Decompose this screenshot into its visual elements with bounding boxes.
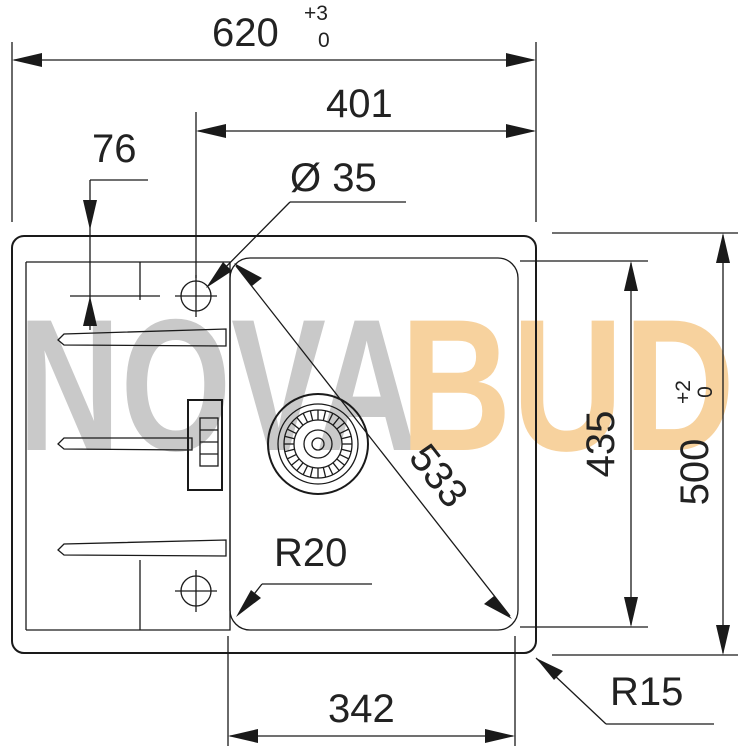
drainer-groove (57, 539, 227, 557)
bowl-inner-edge (229, 257, 519, 631)
drain-strainer (267, 393, 369, 495)
strainer-slot (296, 416, 304, 426)
strainer-slot (309, 467, 314, 478)
arrowhead (12, 53, 42, 67)
arrowhead (536, 658, 563, 680)
dim-620-value: 620 (212, 11, 279, 55)
drain-ring (277, 403, 359, 485)
strainer-slot (327, 465, 334, 475)
strainer-slot (336, 422, 346, 430)
arrowhead (716, 625, 730, 655)
dim-620-tol-lower: 0 (318, 29, 330, 52)
strainer-slot (341, 435, 352, 440)
strainer-slot (290, 458, 300, 466)
drain-ring (303, 429, 333, 459)
drainer-groove (57, 437, 193, 451)
arrowhead (206, 262, 232, 288)
dim-500-value: 500 (673, 439, 717, 506)
dim-500-tol-upper: +2 (672, 380, 695, 404)
arrowhead (83, 200, 97, 230)
strainer-slot (290, 422, 300, 430)
arrowhead (624, 261, 638, 291)
strainer-slot (302, 413, 309, 423)
tap-hole-bottom (175, 570, 217, 612)
watermark-bud: BUD (400, 280, 735, 490)
strainer-slot (339, 453, 349, 460)
arrowhead (236, 590, 261, 617)
strainer-slot (336, 458, 346, 466)
arrowheads (12, 53, 730, 743)
strainer-slot (339, 428, 349, 435)
dim-435-value: 435 (579, 411, 623, 478)
strainer-slot (284, 435, 295, 440)
strainer-slot (332, 462, 340, 472)
arrowhead (228, 729, 258, 743)
arrowhead (234, 263, 262, 286)
dim-500-tol-lower: 0 (694, 386, 717, 398)
strainer-slot (341, 448, 352, 453)
arrowhead (716, 233, 730, 263)
drain-outer-ring (267, 393, 369, 495)
drain-center (311, 437, 325, 451)
dim-r15-value: R15 (610, 670, 683, 714)
sink-outline (11, 235, 537, 654)
arrowhead (196, 124, 226, 138)
dim-620-tol-upper: +3 (304, 2, 328, 25)
strainer-slot (309, 410, 314, 421)
dim-76-value: 76 (92, 127, 137, 171)
strainer-slot (327, 413, 334, 423)
strainer-slot (296, 462, 304, 472)
drainer-groove (57, 328, 227, 347)
strainer-slot (284, 448, 295, 453)
tap-hole-top (175, 275, 217, 317)
arrowhead (506, 53, 536, 67)
watermark: NOVA BUD (18, 280, 735, 490)
drainer-grooves (57, 328, 227, 557)
overflow-slot (187, 399, 223, 491)
strainer-slot (302, 465, 309, 475)
arrowhead (484, 596, 512, 619)
sink-outer-edge (11, 235, 537, 654)
arrowhead (506, 124, 536, 138)
strainer-slot (287, 428, 297, 435)
dim-line-533 (235, 265, 511, 617)
overflow-bracket (187, 399, 223, 491)
strainer-slot (287, 453, 297, 460)
dim-342-value: 342 (328, 687, 395, 731)
dim-401-value: 401 (326, 82, 393, 126)
strainer-slot (332, 416, 340, 426)
arrowhead (485, 729, 515, 743)
strainer-slots (284, 410, 352, 478)
strainer-slot (322, 467, 327, 478)
dim-d35-value: Ø 35 (290, 156, 377, 200)
arrowhead (624, 597, 638, 627)
strainer-slot (322, 410, 327, 421)
arrowhead (83, 296, 97, 326)
dim-r20-value: R20 (274, 531, 347, 575)
